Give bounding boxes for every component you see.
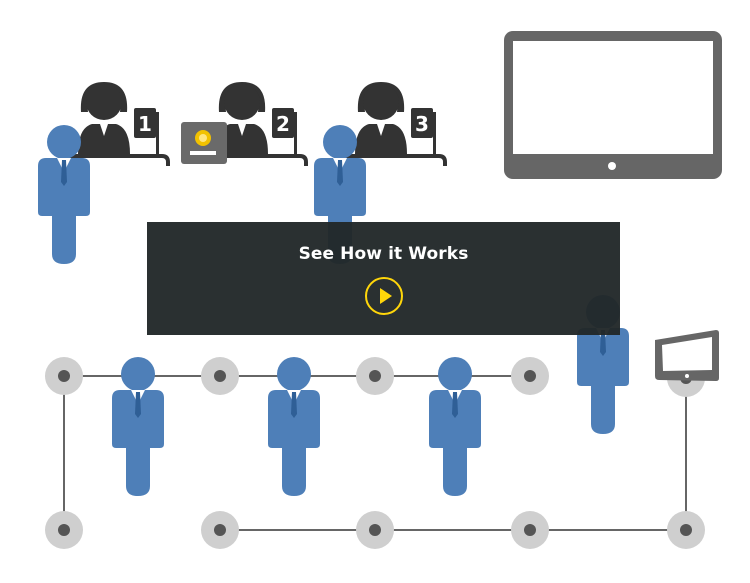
network-node-icon [45,511,83,549]
network-node-icon [511,511,549,549]
network-node-icon [356,357,394,395]
card-reader-icon [181,122,227,164]
person-icon [268,357,320,496]
monitor-icon [655,330,719,381]
station-number: 3 [415,112,429,136]
person-icon [112,357,164,496]
station-number: 2 [276,112,290,136]
play-button[interactable] [364,277,403,315]
video-overlay[interactable]: See How it Works [147,222,620,335]
station-badge-1: 1 [134,108,156,138]
network-node-icon [45,357,83,395]
network-node-icon [201,511,239,549]
station-badge-2: 2 [272,108,294,138]
overlay-title: See How it Works [298,244,469,264]
network-node-icon [356,511,394,549]
station-badge-3: 3 [411,108,433,138]
person-icon [429,357,481,496]
play-icon [379,288,392,304]
network-node-icon [201,357,239,395]
network-node-icon [667,511,705,549]
station-number: 1 [138,112,152,136]
monitor-icon [504,31,722,179]
network-node-icon [511,357,549,395]
